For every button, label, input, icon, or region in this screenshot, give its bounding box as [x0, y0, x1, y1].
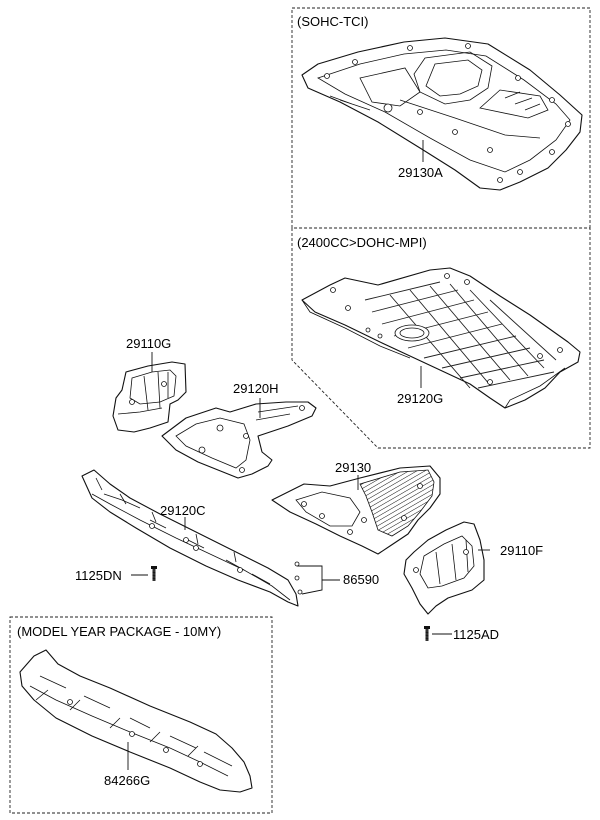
fastener-86590-clips: [294, 561, 303, 595]
label-29120C: 29120C: [160, 503, 206, 518]
part-29130A-cover: [301, 37, 583, 191]
group-caption-dohc: (2400CC>DOHC-MPI): [297, 235, 427, 250]
part-29120H-plate: [161, 401, 317, 479]
group-caption-sohc: (SOHC-TCI): [297, 14, 369, 29]
fastener-1125AD-bolt: [424, 626, 430, 641]
label-29120H: 29120H: [233, 381, 279, 396]
fastener-1125DN-bolt: [151, 566, 157, 581]
group-box-model-year: [9, 616, 273, 814]
label-29130: 29130: [335, 460, 371, 475]
part-29130-plate: [271, 465, 441, 555]
group-box-dohc: [291, 227, 591, 449]
group-box-sohc: [291, 7, 591, 228]
label-84266G: 84266G: [104, 773, 150, 788]
part-29110F-bracket: [403, 521, 485, 615]
group-caption-model-year: (MODEL YEAR PACKAGE - 10MY): [17, 624, 221, 639]
part-29120G-cover: [301, 267, 581, 409]
part-84266G-cover: [19, 649, 253, 793]
leader-lines: [127, 140, 490, 770]
label-29110G: 29110G: [126, 336, 171, 351]
label-86590: 86590: [343, 572, 379, 587]
label-29130A: 29130A: [398, 165, 443, 180]
label-1125AD: 1125AD: [453, 627, 499, 642]
label-1125DN: 1125DN: [75, 568, 122, 583]
label-29120G: 29120G: [397, 391, 443, 406]
label-29110F: 29110F: [500, 543, 543, 558]
part-29110G-bracket: [112, 361, 187, 433]
part-29120C-bar: [81, 469, 299, 607]
